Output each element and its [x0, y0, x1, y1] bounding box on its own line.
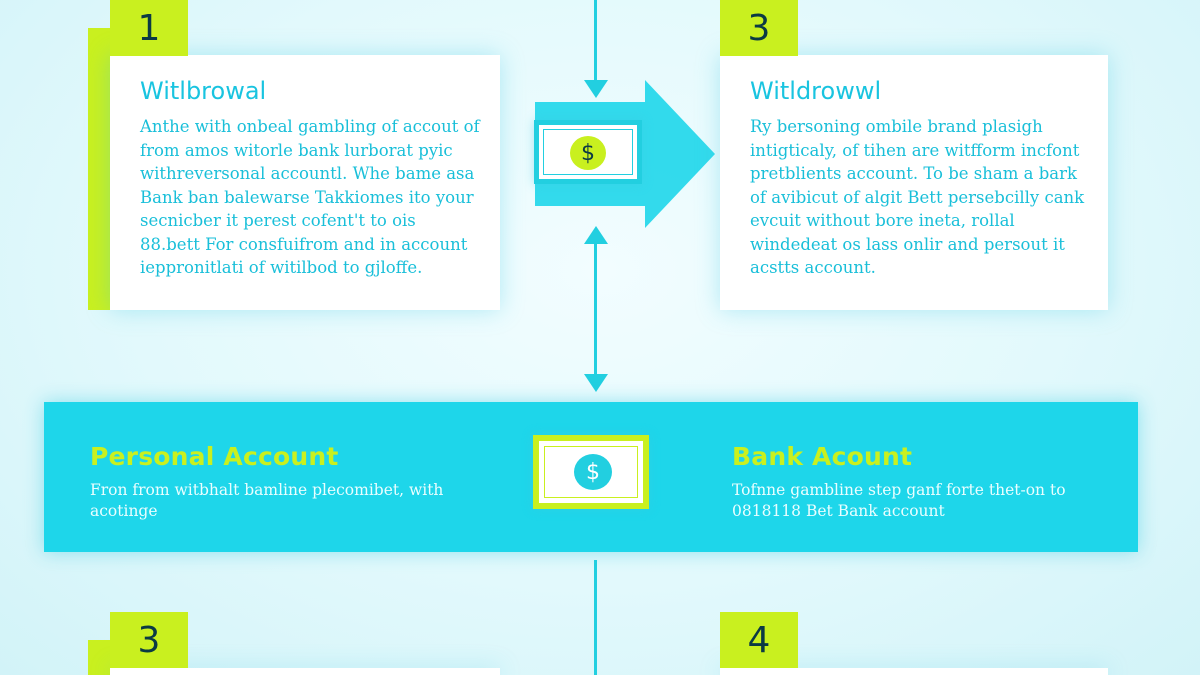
- step-card-body: Anthe with onbeal gambling of accout of …: [140, 117, 480, 277]
- step-3-side-accent: [88, 640, 110, 675]
- bank-account-title: Bank Acount: [732, 442, 913, 471]
- step-badge-4: 4: [720, 612, 798, 668]
- bank-account-desc: Tofnne gambline step ganf forte thet-on …: [732, 481, 1066, 520]
- bill-inner-border: [544, 446, 638, 498]
- connector-line-bottom: [594, 560, 597, 675]
- step-badge-3-bottom: 3: [110, 612, 188, 668]
- step-card-title: Witlbrowal: [140, 77, 267, 105]
- step-card-title: Witldrowwl: [750, 77, 882, 105]
- dollar-coin-icon: $: [570, 136, 606, 170]
- arrow-up-icon: [584, 226, 608, 244]
- step-badge-1: 1: [110, 0, 188, 56]
- step-badge-3-top: 3: [720, 0, 798, 56]
- step-card-bottom-left: [110, 668, 500, 675]
- step-card-top-left: Witlbrowal Anthe with onbeal gambling of…: [110, 55, 500, 310]
- money-bill-top: $: [534, 120, 642, 184]
- step-card-body: Ry bersoning ombile brand plasigh intigt…: [750, 117, 1085, 277]
- connector-line-top: [594, 0, 597, 82]
- money-bill-middle: $: [533, 435, 649, 509]
- arrow-down-middle-icon: [584, 374, 608, 392]
- connector-line-middle: [594, 242, 597, 378]
- bill-inner-border: [543, 129, 633, 175]
- step-1-side-accent: [88, 28, 110, 310]
- step-card-top-right: Witldrowwl Ry bersoning ombile brand pla…: [720, 55, 1108, 310]
- dollar-coin-icon: $: [574, 454, 612, 490]
- personal-account-desc: Fron from witbhalt bamline plecomibet, w…: [90, 481, 444, 520]
- step-card-bottom-right: [720, 668, 1108, 675]
- arrow-down-top-icon: [584, 80, 608, 98]
- personal-account-title: Personal Account: [90, 442, 339, 471]
